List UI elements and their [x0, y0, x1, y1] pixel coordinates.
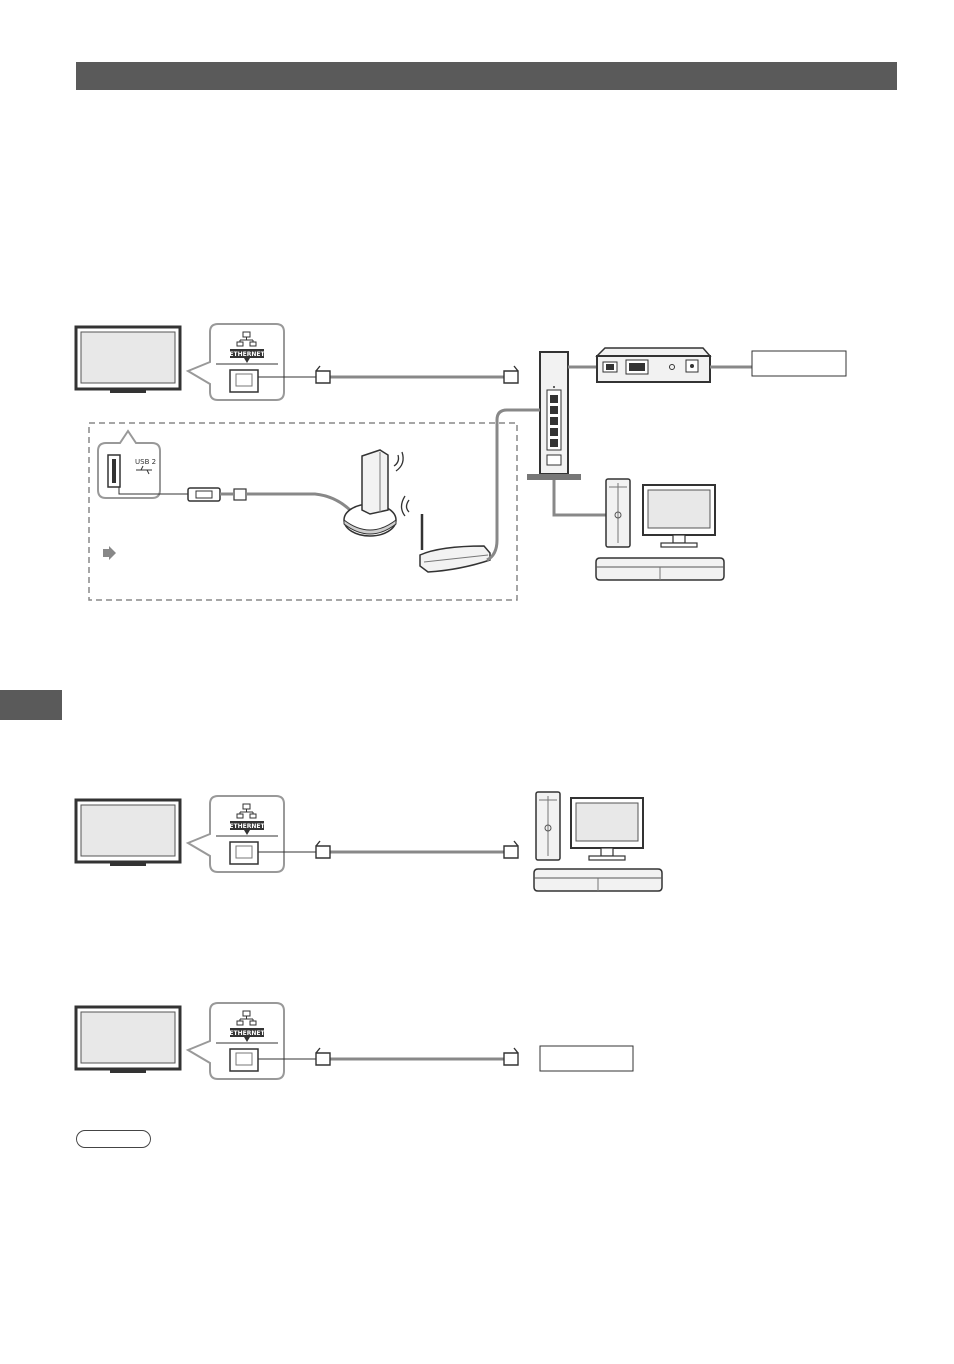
usb-cable — [220, 492, 352, 512]
tv-icon — [74, 1005, 182, 1075]
ethernet-label: ETHERNET — [229, 351, 265, 358]
internet-box — [539, 1045, 634, 1072]
usb-adaptor-icon — [187, 487, 247, 502]
monitor-icon — [642, 484, 716, 548]
keyboard-icon — [595, 557, 725, 581]
lan-cable — [552, 480, 606, 517]
wireless-signal-icon — [393, 451, 404, 472]
usb-symbol-icon — [136, 465, 152, 475]
ethernet-port-callout: ETHERNET — [187, 1002, 285, 1080]
lan-plug-icon — [315, 1047, 331, 1066]
side-chapter-tab — [0, 690, 62, 720]
modem-icon — [595, 347, 712, 383]
note-badge — [76, 1130, 151, 1148]
lan-plug-icon — [503, 840, 519, 859]
lan-plug-icon — [503, 365, 519, 384]
keyboard-icon — [533, 868, 663, 892]
diagram-2: ETHERNET — [74, 791, 663, 892]
lan-plug-icon — [315, 365, 331, 384]
ethernet-label: ETHERNET — [229, 1030, 265, 1037]
computer-tower-icon — [535, 791, 561, 861]
diagram-3: ETHERNET — [74, 1002, 634, 1080]
tv-icon — [74, 325, 182, 395]
ethernet-port-callout: ETHERNET — [187, 323, 285, 401]
lan-cable — [486, 408, 540, 562]
lan-plug-icon — [503, 1047, 519, 1066]
wireless-router-icon — [419, 514, 491, 573]
monitor-icon — [570, 797, 644, 861]
usb-label: USB 2 — [135, 458, 156, 466]
port-leader-line — [118, 487, 190, 495]
lan-plug-icon — [315, 840, 331, 859]
ethernet-port-callout: ETHERNET — [187, 795, 285, 873]
computer-tower-icon — [605, 478, 631, 548]
hub-router-icon — [527, 351, 581, 480]
usb-port-callout: USB 2 — [97, 429, 161, 499]
wireless-dashed-area — [88, 422, 518, 601]
section-header-bar — [76, 62, 897, 90]
internet-box — [751, 350, 847, 377]
ethernet-label: ETHERNET — [229, 823, 265, 830]
arrow-icon — [103, 546, 116, 560]
access-point-icon — [343, 449, 397, 537]
tv-icon — [74, 798, 182, 868]
diagram-1: ETHERNET — [74, 323, 847, 601]
wireless-signal-icon — [400, 495, 410, 517]
